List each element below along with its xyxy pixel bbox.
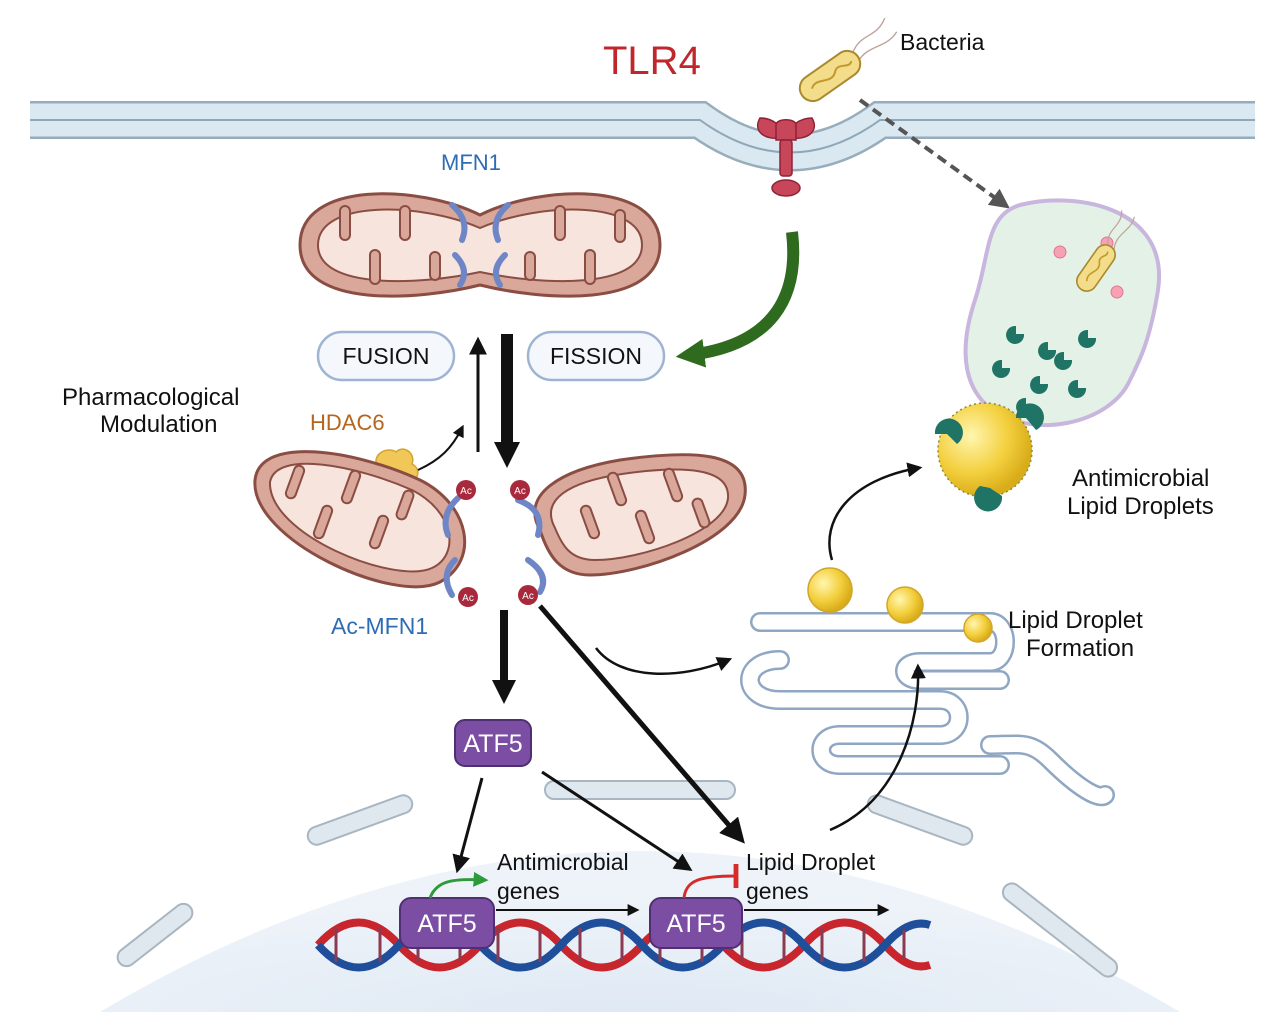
lipid-genes-line2: genes — [746, 878, 809, 904]
atf5-cytosolic: ATF5 — [454, 719, 532, 767]
fission-label: FISSION — [550, 343, 642, 369]
plasma-membrane — [30, 101, 1255, 172]
atf5-to-antimicrobial-arrow — [452, 777, 484, 874]
ac-mfn1-label: Ac-MFN1 — [331, 613, 428, 639]
fission-pill: FISSION — [526, 330, 666, 382]
atf5-bound-antimicrobial: ATF5 — [399, 897, 495, 949]
ld-to-antimicrobial-arrow — [828, 462, 923, 561]
ac-badge: Ac — [456, 480, 476, 500]
hdac6-action-arrow — [417, 424, 464, 471]
tlr4-receptor-icon — [757, 117, 815, 197]
svg-text:Ac: Ac — [462, 593, 474, 604]
svg-text:Ac: Ac — [514, 486, 526, 497]
bacteria-label: Bacteria — [900, 29, 985, 55]
lipid-genes-to-er-arrow — [829, 663, 926, 832]
er-icon — [740, 612, 1115, 807]
tlr4-to-fission-arrow — [675, 231, 800, 368]
antimicrobial-lipid-droplet-icon — [934, 402, 1044, 512]
fission-down-arrow — [494, 334, 520, 468]
ac-badge: Ac — [510, 480, 530, 500]
mito-to-er-arrow — [595, 647, 733, 675]
ld-formation-line2: Formation — [1026, 635, 1134, 662]
antimicrobial-ld-line1: Antimicrobial — [1072, 465, 1209, 492]
atf5-bound-lipid: ATF5 — [649, 897, 743, 949]
lipid-droplet-icon — [807, 567, 993, 643]
fused-mitochondrion — [298, 192, 662, 298]
fusion-pill: FUSION — [316, 330, 456, 382]
mitochondrion-left — [253, 450, 467, 589]
inhibition-arrow — [682, 863, 739, 899]
antimicrobial-genes-line1: Antimicrobial — [497, 849, 629, 875]
hdac6-label: HDAC6 — [310, 410, 385, 435]
activation-arrow — [428, 871, 489, 899]
phagosome-icon — [963, 198, 1162, 428]
svg-text:Ac: Ac — [460, 486, 472, 497]
ac-badge: Ac — [518, 585, 538, 605]
ac-badge: Ac — [458, 587, 478, 607]
bacteria-internalization-arrow — [858, 98, 1010, 209]
bacterium-icon — [798, 17, 898, 103]
pharmacological-line2: Modulation — [100, 411, 217, 438]
mfn1-to-lipid-genes-arrow — [538, 604, 745, 844]
svg-text:Ac: Ac — [522, 591, 534, 602]
mitochondrion-right — [533, 453, 747, 577]
mfn1-to-atf5-arrow — [492, 610, 516, 704]
lipid-genes-line1: Lipid Droplet — [746, 849, 876, 875]
atf5-label-bound-2: ATF5 — [666, 910, 725, 938]
fusion-label: FUSION — [343, 343, 430, 369]
nucleus — [100, 780, 1180, 1012]
mfn1-label: MFN1 — [441, 150, 501, 175]
ac-badges: Ac Ac Ac Ac — [456, 480, 538, 607]
antimicrobial-genes-line2: genes — [497, 878, 560, 904]
atf5-label-cytosolic: ATF5 — [463, 730, 522, 758]
ld-formation-line1: Lipid Droplet — [1008, 607, 1143, 634]
atf5-to-lipid-gene-arrow — [541, 770, 693, 871]
antimicrobial-ld-line2: Lipid Droplets — [1067, 493, 1214, 520]
atf5-label-bound-1: ATF5 — [417, 910, 476, 938]
tlr4-label: TLR4 — [603, 39, 701, 83]
pharmacological-line1: Pharmacological — [62, 384, 239, 411]
ac-mfn1-chains — [442, 495, 546, 598]
